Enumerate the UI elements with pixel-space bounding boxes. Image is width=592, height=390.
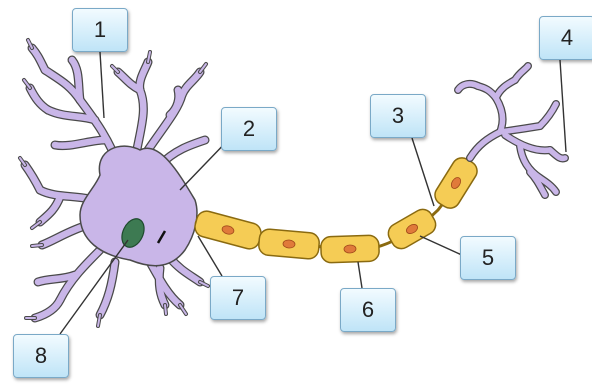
- dendrite-tip: [165, 305, 166, 314]
- dendrite-tip: [32, 245, 42, 246]
- leader-line: [560, 60, 566, 152]
- label-6: 6: [340, 288, 396, 332]
- myelin-segment: [258, 228, 320, 259]
- myelin-segment: [321, 235, 380, 263]
- label-4: 4: [539, 16, 592, 60]
- dendrite-branch: [42, 225, 88, 245]
- label-7: 7: [210, 276, 266, 320]
- leader-line: [358, 262, 362, 288]
- dendrite-branch: [30, 88, 48, 110]
- label-2: 2: [221, 107, 277, 151]
- leader-line: [420, 236, 464, 256]
- cell-body: [80, 146, 197, 266]
- terminal-branch: [478, 86, 496, 98]
- myelin-segment: [431, 154, 481, 212]
- terminal-branch: [496, 80, 515, 98]
- label-3: 3: [370, 94, 426, 138]
- terminal-branch: [500, 126, 540, 132]
- myelin-segment: [385, 206, 440, 253]
- leader-line: [100, 52, 104, 118]
- leader-line: [198, 236, 222, 276]
- schwann-nucleus: [344, 245, 356, 253]
- dendrite-branch: [170, 258, 200, 282]
- dendrite-branch: [35, 300, 60, 318]
- label-5: 5: [460, 236, 516, 280]
- leader-line: [412, 138, 434, 206]
- label-1: 1: [72, 8, 128, 52]
- label-8: 8: [13, 334, 69, 378]
